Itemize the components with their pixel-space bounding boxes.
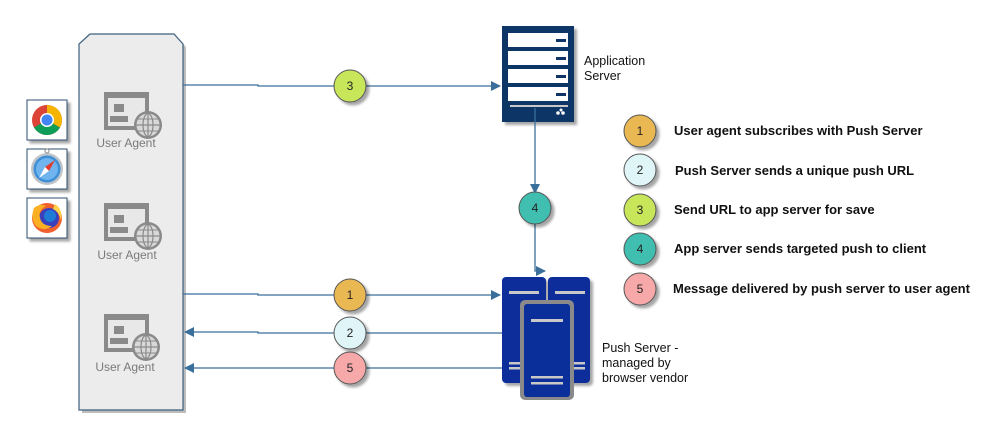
user-agent-icon (104, 314, 160, 361)
chrome-icon (26, 99, 68, 141)
legend: 1 User agent subscribes with Push Server… (623, 114, 971, 306)
push-server-label-line2: managed by (602, 356, 672, 370)
svg-text:3: 3 (637, 203, 644, 217)
legend-text: Message delivered by push server to user… (673, 281, 971, 296)
push-server-label-line3: browser vendor (602, 371, 688, 385)
safari-icon (26, 148, 68, 190)
svg-text:2: 2 (637, 163, 644, 177)
step-marker-4: 4 (518, 191, 552, 225)
push-server-icon (502, 277, 590, 400)
legend-text: Push Server sends a unique push URL (675, 163, 914, 178)
legend-item-2: 2 Push Server sends a unique push URL (623, 153, 914, 187)
step-marker-2: 2 (333, 316, 367, 350)
user-agent-3: User Agent (95, 314, 160, 374)
firefox-icon (26, 197, 68, 239)
connector-step-3 (183, 81, 501, 91)
app-server-label-line1: Application (584, 54, 645, 68)
connector-step-2 (184, 327, 502, 337)
push-server-label-line1: Push Server - (602, 341, 678, 355)
step-marker-3: 3 (333, 69, 367, 103)
user-agent-icon (104, 92, 162, 139)
svg-text:2: 2 (347, 326, 354, 340)
svg-text:4: 4 (637, 242, 644, 256)
app-server-label-line2: Server (584, 69, 621, 83)
application-server-icon (502, 26, 574, 122)
step-marker-1: 1 (333, 278, 367, 312)
connector-step-1 (183, 290, 501, 300)
connector-step-4 (530, 108, 546, 276)
legend-item-1: 1 User agent subscribes with Push Server (623, 114, 923, 148)
user-agent-1: User Agent (96, 92, 162, 150)
user-agent-label: User Agent (97, 248, 157, 262)
user-agent-2: User Agent (97, 203, 162, 262)
svg-text:3: 3 (347, 79, 354, 93)
legend-item-3: 3 Send URL to app server for save (623, 193, 875, 227)
svg-text:1: 1 (637, 124, 644, 138)
user-agent-label: User Agent (96, 136, 156, 150)
legend-text: Send URL to app server for save (674, 202, 875, 217)
legend-item-5: 5 Message delivered by push server to us… (623, 272, 971, 306)
legend-text: User agent subscribes with Push Server (674, 123, 923, 138)
svg-text:4: 4 (532, 201, 539, 215)
legend-item-4: 4 App server sends targeted push to clie… (623, 232, 927, 266)
svg-text:5: 5 (637, 282, 644, 296)
legend-text: App server sends targeted push to client (674, 241, 927, 256)
svg-text:5: 5 (347, 361, 354, 375)
user-agent-icon (104, 203, 162, 250)
step-marker-5: 5 (333, 351, 367, 385)
svg-text:1: 1 (347, 288, 354, 302)
user-agent-label: User Agent (95, 360, 155, 374)
